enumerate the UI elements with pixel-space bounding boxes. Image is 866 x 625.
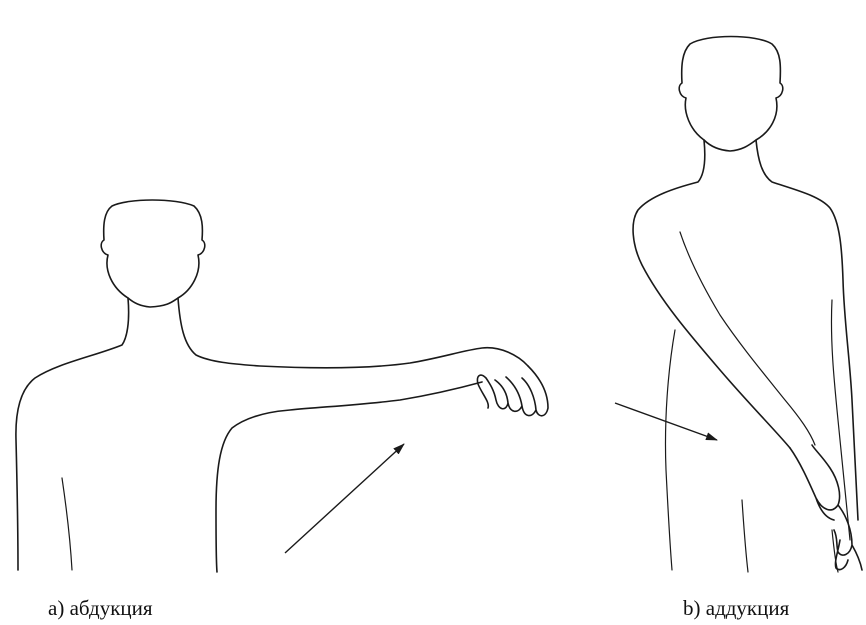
arm-under-a (216, 382, 482, 572)
hand-a (477, 366, 548, 416)
head-outline-a (101, 200, 205, 307)
head-outline-b (679, 37, 783, 152)
caption-abduction: а) абдукция (48, 596, 153, 621)
body-left-b (633, 140, 790, 448)
torso-left-b (665, 330, 675, 570)
figure-abduction (16, 200, 548, 572)
arm-top-a (178, 298, 528, 368)
hand-b (790, 445, 862, 570)
figure-adduction (615, 37, 862, 573)
abduction-arrow (285, 444, 404, 553)
leg-lines-b (742, 500, 838, 572)
arm-inner-b (680, 232, 815, 445)
body-left-a (16, 298, 129, 570)
torso-inner-left-a (62, 478, 72, 570)
caption-adduction: b) аддукция (683, 596, 789, 621)
